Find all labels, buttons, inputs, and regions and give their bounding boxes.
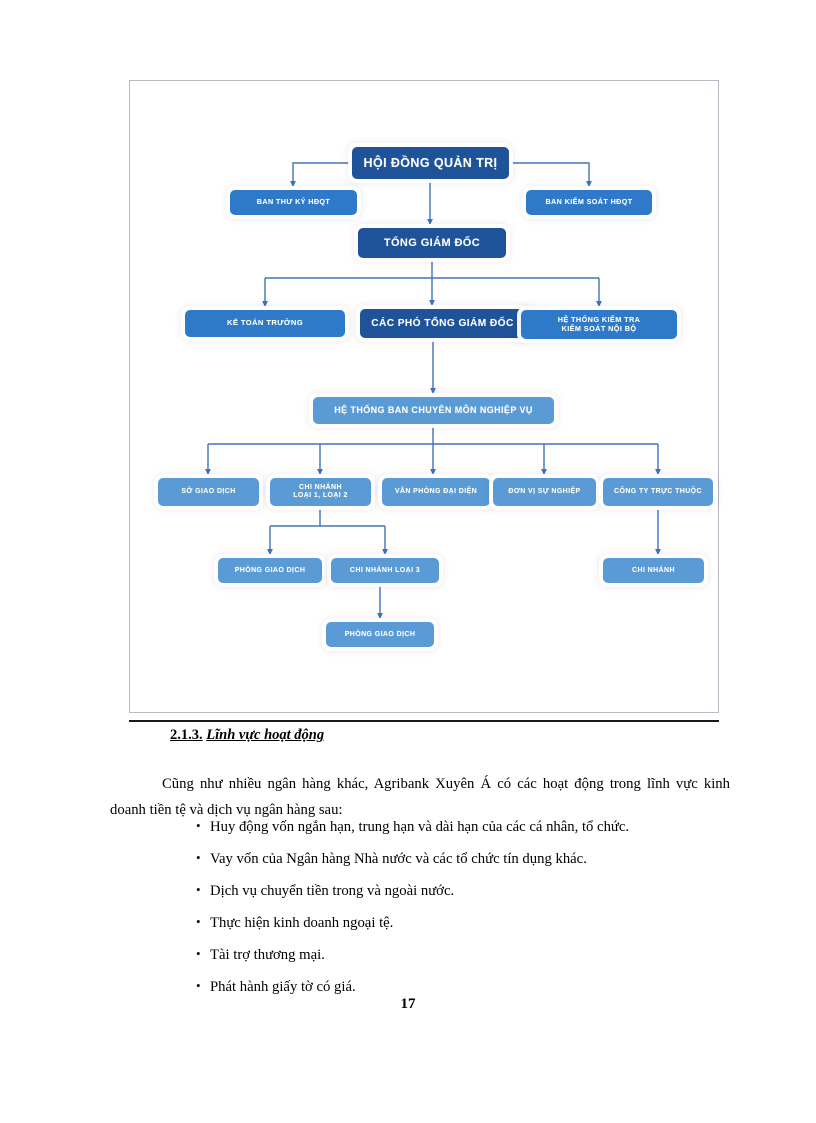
org-node-ban-kiem-soat-hdqt: BAN KIỂM SOÁT HĐQT bbox=[526, 190, 652, 215]
org-node-label: ĐƠN VỊ SỰ NGHIỆP bbox=[508, 488, 581, 496]
org-node-label: BAN KIỂM SOÁT HĐQT bbox=[545, 197, 633, 207]
org-node-label: VĂN PHÒNG ĐẠI DIỆN bbox=[394, 488, 478, 496]
org-node-chi-nhanh: CHI NHÁNH bbox=[603, 558, 704, 583]
org-node-label: CÁC PHÓ TỔNG GIÁM ĐỐC bbox=[371, 317, 514, 329]
org-node-label-multiline: CHI NHÁNH LOẠI 1, LOẠI 2 bbox=[293, 484, 348, 500]
org-node-label: PHÒNG GIAO DỊCH bbox=[234, 566, 306, 574]
org-node-label: PHÒNG GIAO DỊCH bbox=[344, 630, 416, 638]
page-number: 17 bbox=[400, 996, 416, 1012]
org-node-label-multiline: HỆ THỐNG KIỂM TRA KIỂM SOÁT NỘI BỘ bbox=[558, 316, 641, 332]
org-node-so-giao-dich: SỞ GIAO DỊCH bbox=[158, 478, 259, 506]
section-heading: 2.1.3. Lĩnh vực hoạt động bbox=[170, 727, 324, 744]
org-node-ke-toan-truong: KẾ TOÁN TRƯỞNG bbox=[185, 310, 345, 337]
org-node-phong-giao-dich-1: PHÒNG GIAO DỊCH bbox=[218, 558, 322, 583]
org-node-cong-ty-truc-thuoc: CÔNG TY TRỰC THUỘC bbox=[603, 478, 713, 506]
org-node-label: CHI NHÁNH bbox=[632, 566, 675, 574]
org-node-phong-giao-dich-2: PHÒNG GIAO DỊCH bbox=[326, 622, 434, 647]
org-node-chi-nhanh-loai-3: CHI NHÁNH LOẠI 3 bbox=[331, 558, 439, 583]
org-node-van-phong-dai-dien: VĂN PHÒNG ĐẠI DIỆN bbox=[382, 478, 490, 506]
org-chart-connectors bbox=[205, 162, 661, 620]
org-node-he-thong-ban-chuyen-mon: HỆ THỐNG BAN CHUYÊN MÔN NGHIỆP VỤ bbox=[313, 397, 554, 424]
org-node-label: HỘI ĐỒNG QUẢN TRỊ bbox=[363, 156, 498, 170]
list-item: Dịch vụ chuyển tiền trong và ngoài nước. bbox=[196, 881, 736, 900]
org-node-label-line2: LOẠI 1, LOẠI 2 bbox=[293, 492, 348, 499]
org-node-don-vi-su-nghiep: ĐƠN VỊ SỰ NGHIỆP bbox=[493, 478, 596, 506]
org-node-label-line2: KIỂM SOÁT NỘI BỘ bbox=[561, 323, 637, 333]
org-node-tong-giam-doc: TỔNG GIÁM ĐỐC bbox=[358, 228, 506, 258]
org-node-label: TỔNG GIÁM ĐỐC bbox=[383, 236, 481, 249]
section-number: 2.1.3. bbox=[170, 727, 203, 743]
org-node-cac-pho-tong-giam-doc: CÁC PHÓ TỔNG GIÁM ĐỐC bbox=[360, 309, 525, 338]
org-node-label-line1: CHI NHÁNH bbox=[299, 484, 342, 492]
org-node-label: BAN THƯ KÝ HĐQT bbox=[256, 197, 331, 207]
section-title: Lĩnh vực hoạt động bbox=[206, 727, 325, 743]
list-item: Vay vốn của Ngân hàng Nhà nước và các tổ… bbox=[196, 849, 736, 868]
org-node-chi-nhanh-loai-1-2: CHI NHÁNH LOẠI 1, LOẠI 2 bbox=[270, 478, 371, 506]
org-node-label-line1: HỆ THỐNG KIỂM TRA bbox=[557, 315, 641, 325]
org-node-label: CHI NHÁNH LOẠI 3 bbox=[349, 566, 421, 574]
org-node-label: SỞ GIAO DỊCH bbox=[181, 488, 236, 496]
intro-paragraph: Cũng như nhiều ngân hàng khác, Agribank … bbox=[110, 775, 730, 818]
org-node-label: CÔNG TY TRỰC THUỘC bbox=[614, 488, 702, 496]
list-item: Thực hiện kinh doanh ngoại tệ. bbox=[196, 913, 736, 932]
list-item: Tài trợ thương mại. bbox=[196, 945, 736, 964]
org-chart-frame: HỘI ĐỒNG QUẢN TRỊ BAN THƯ KÝ HĐQT BAN KI… bbox=[129, 80, 719, 713]
list-item: Huy động vốn ngắn hạn, trung hạn và dài … bbox=[196, 817, 736, 836]
org-node-label: KẾ TOÁN TRƯỞNG bbox=[226, 318, 304, 328]
list-item: Phát hành giấy tờ có giá. bbox=[196, 977, 736, 996]
org-node-label: HỆ THỐNG BAN CHUYÊN MÔN NGHIỆP VỤ bbox=[334, 405, 533, 416]
activities-list: Huy động vốn ngắn hạn, trung hạn và dài … bbox=[196, 817, 736, 1010]
org-node-he-thong-kiem-tra: HỆ THỐNG KIỂM TRA KIỂM SOÁT NỘI BỘ bbox=[521, 310, 677, 339]
org-node-hoi-dong-quan-tri: HỘI ĐỒNG QUẢN TRỊ bbox=[352, 147, 509, 179]
org-node-ban-thu-ky-hdqt: BAN THƯ KÝ HĐQT bbox=[230, 190, 357, 215]
horizontal-rule bbox=[129, 720, 719, 722]
